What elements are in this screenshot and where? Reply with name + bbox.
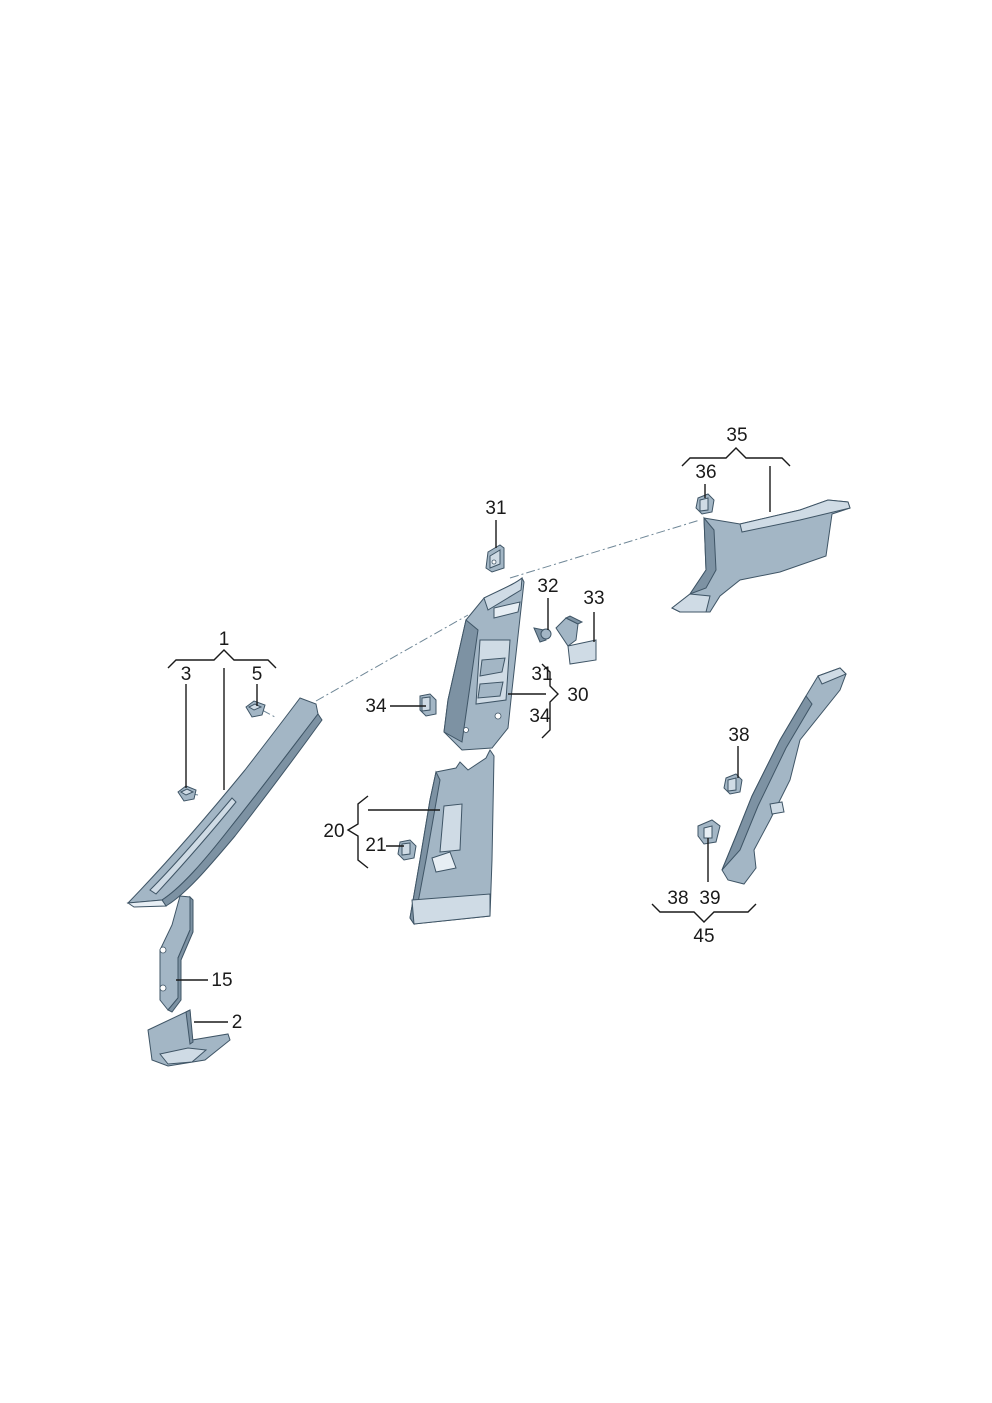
screw-32 (533, 627, 552, 643)
label-32: 32 (537, 576, 558, 597)
label-31-top: 31 (485, 498, 506, 519)
clip-31 (485, 544, 505, 573)
label-2: 2 (232, 1012, 243, 1033)
clip-34 (419, 693, 437, 717)
label-36: 36 (695, 462, 716, 483)
label-34-brace: 34 (529, 706, 551, 727)
label-38-lower: 38 (667, 888, 688, 909)
label-35: 35 (726, 425, 747, 446)
belt-guide-33 (555, 615, 597, 665)
label-20: 20 (323, 821, 344, 842)
label-34-left: 34 (365, 696, 387, 717)
clip-21 (397, 839, 417, 861)
a-pillar-trim (126, 697, 323, 908)
braces (167, 447, 791, 923)
label-21: 21 (365, 835, 386, 856)
label-45: 45 (693, 926, 714, 947)
label-1: 1 (219, 629, 230, 650)
footwell-trim-2 (147, 1009, 231, 1067)
label-33: 33 (583, 588, 604, 609)
lower-b-pillar-trim-20 (409, 749, 495, 926)
label-39: 39 (699, 888, 720, 909)
clip-38 (723, 773, 743, 795)
clip-3 (177, 785, 197, 802)
label-5: 5 (252, 664, 263, 685)
lower-bracket-15 (159, 895, 194, 1013)
c-pillar-trim-35 (671, 499, 851, 613)
clip-39 (697, 819, 721, 845)
clip-5 (245, 700, 266, 718)
label-15: 15 (211, 970, 232, 991)
part-labels: 1 3 5 15 2 31 32 33 34 31 30 34 20 21 35… (181, 425, 750, 1033)
label-31-brace: 31 (531, 664, 552, 685)
label-3: 3 (181, 664, 192, 685)
label-38-upper: 38 (728, 725, 749, 746)
upper-b-pillar-trim-30 (443, 576, 525, 751)
clip-36 (695, 493, 715, 515)
leader-lines (176, 466, 771, 1023)
label-30: 30 (567, 685, 588, 706)
rear-trim-45 (721, 667, 847, 885)
